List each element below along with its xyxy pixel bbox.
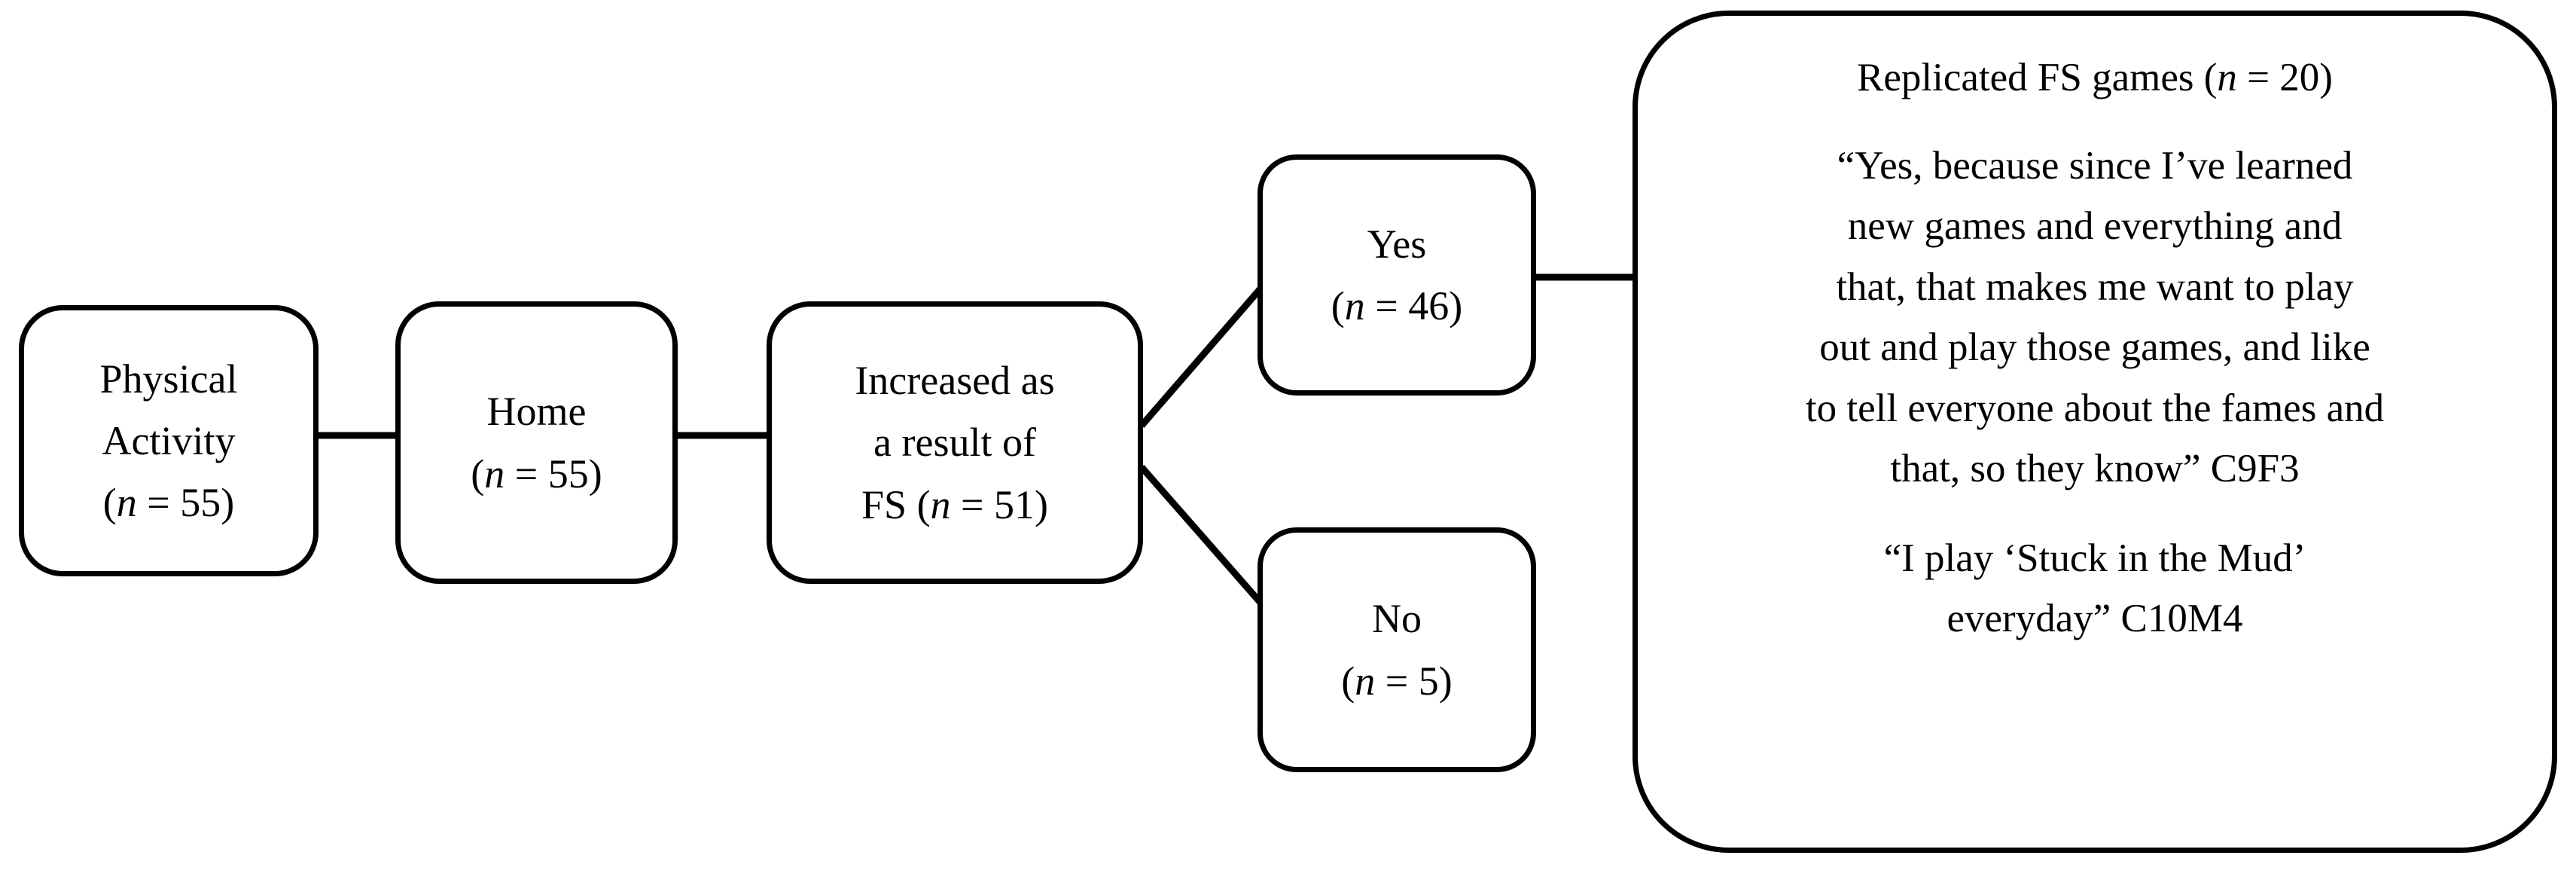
edge-increased-to-no [1139,465,1264,605]
quote-c9f3-line-2: new games and everything and [1847,204,2343,249]
node-no-line-2: (n = 5) [1341,658,1453,704]
node-no-line-1: No [1372,596,1422,642]
quote-c9f3-line-1: “Yes, because since I’ve learned [1837,143,2353,188]
node-replicated-heading: Replicated FS games (n = 20) [1857,56,2333,99]
node-yes-line-2: (n = 46) [1331,283,1463,328]
quote-c9f3-line-4: out and play those games, and like [1819,325,2370,370]
edge-increased-to-yes [1139,286,1264,428]
quote-c10m4-line-2: everyday” C10M4 [1946,597,2243,641]
node-yes-line-1: Yes [1367,221,1427,267]
quote-c10m4-line-1: “I play ‘Stuck in the Mud’ [1883,536,2306,580]
quote-c9f3-line-5: to tell everyone about the fames and [1805,386,2385,430]
node-physical-activity-line-3: (n = 55) [102,480,235,526]
quote-c10m4: “I play ‘Stuck in the Mud’ everyday” C10… [1884,528,2306,649]
node-physical-activity-line-1: Physical [99,356,238,402]
node-no[interactable]: No (n = 5) [1258,527,1536,772]
node-increased-as-result-of-fs[interactable]: Increased as a result of FS (n = 51) [767,301,1143,584]
node-home-line-1: Home [486,389,587,435]
node-replicated-fs-games[interactable]: Replicated FS games (n = 20) “Yes, becau… [1632,11,2557,853]
node-home-line-2: (n = 55) [471,451,602,496]
node-increased-line-2: a result of [873,420,1036,466]
quote-c9f3-line-6: that, so they know” C9F3 [1890,447,2300,491]
node-physical-activity-line-2: Activity [102,417,236,463]
quote-c9f3-line-3: that, that makes me want to play [1836,264,2354,309]
node-increased-line-3: FS (n = 51) [861,481,1048,527]
quote-c9f3: “Yes, because since I’ve learned new gam… [1806,136,2384,499]
node-physical-activity[interactable]: Physical Activity (n = 55) [19,305,319,576]
node-home[interactable]: Home (n = 55) [395,301,678,584]
node-yes[interactable]: Yes (n = 46) [1258,154,1536,396]
node-increased-line-1: Increased as [855,358,1055,404]
